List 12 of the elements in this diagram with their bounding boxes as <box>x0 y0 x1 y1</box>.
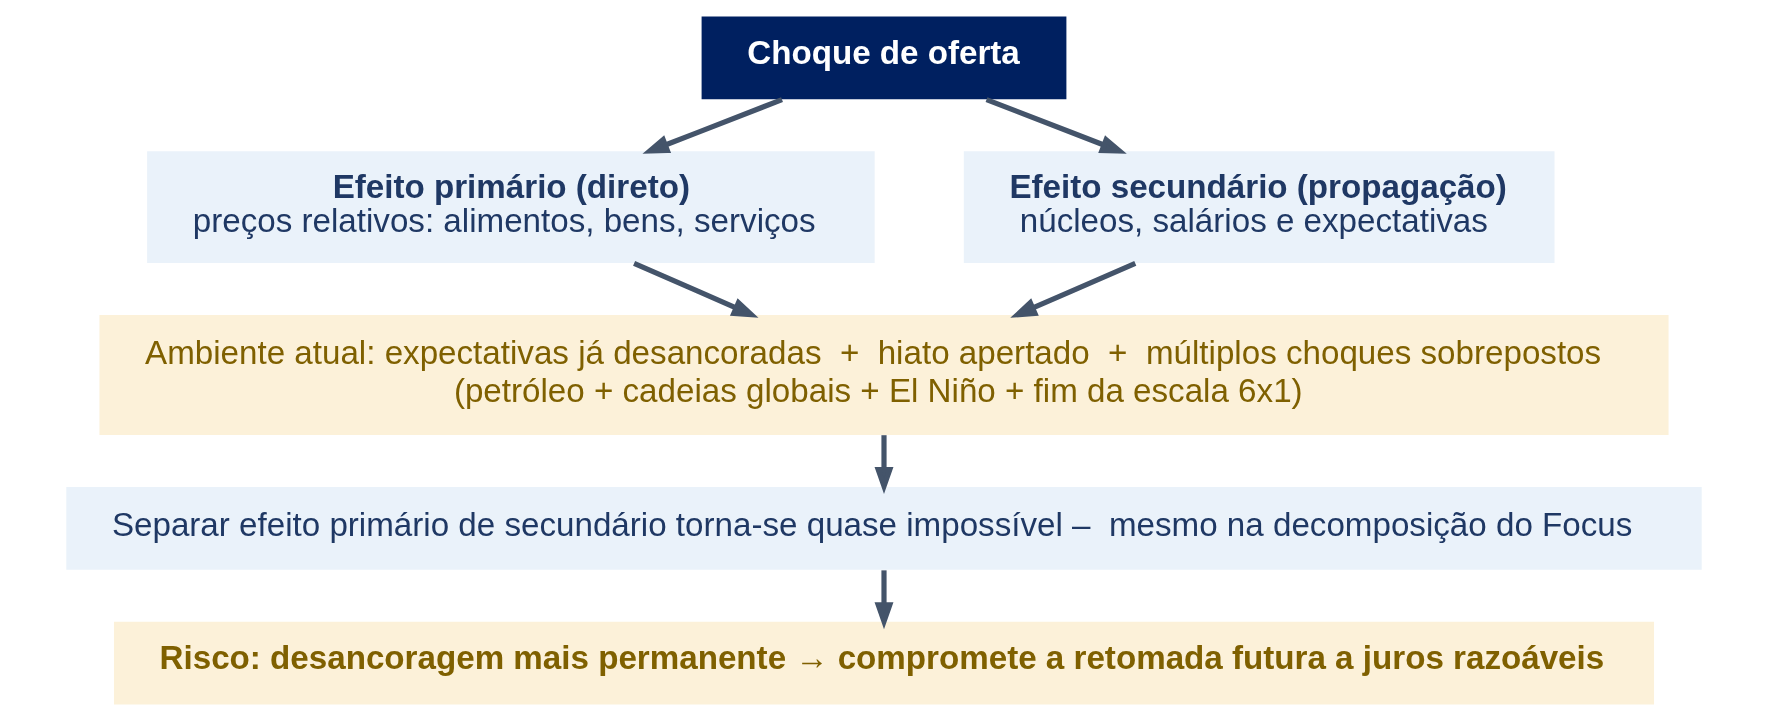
arrow <box>874 435 893 494</box>
arrow <box>985 97 1127 154</box>
arrow <box>632 260 758 318</box>
arrow <box>874 570 893 630</box>
node-box: Ambiente atual: expectativas já desancoradas + hiato apertado + múltiplos choques sobrepostos (petróleo + cadeias globais + El Niño + fim da escala 6x1) <box>98 314 1669 436</box>
arrow <box>642 97 783 154</box>
node-box: Efeito secundário (propagação) núcleos, salários e expectativas <box>963 151 1555 264</box>
node-box: Efeito primário (direto) preços relativos: alimentos, bens, serviços <box>146 151 875 264</box>
node-box: Separar efeito primário de secundário torna-se quase impossível – mesmo na decomposição do Focus <box>65 486 1702 570</box>
arrow <box>1009 260 1136 318</box>
node-box: Risco: desancoragem mais permanente → compromete a retomada futura a juros razoáveis <box>113 621 1654 705</box>
node-box: Choque de oferta <box>701 16 1066 100</box>
